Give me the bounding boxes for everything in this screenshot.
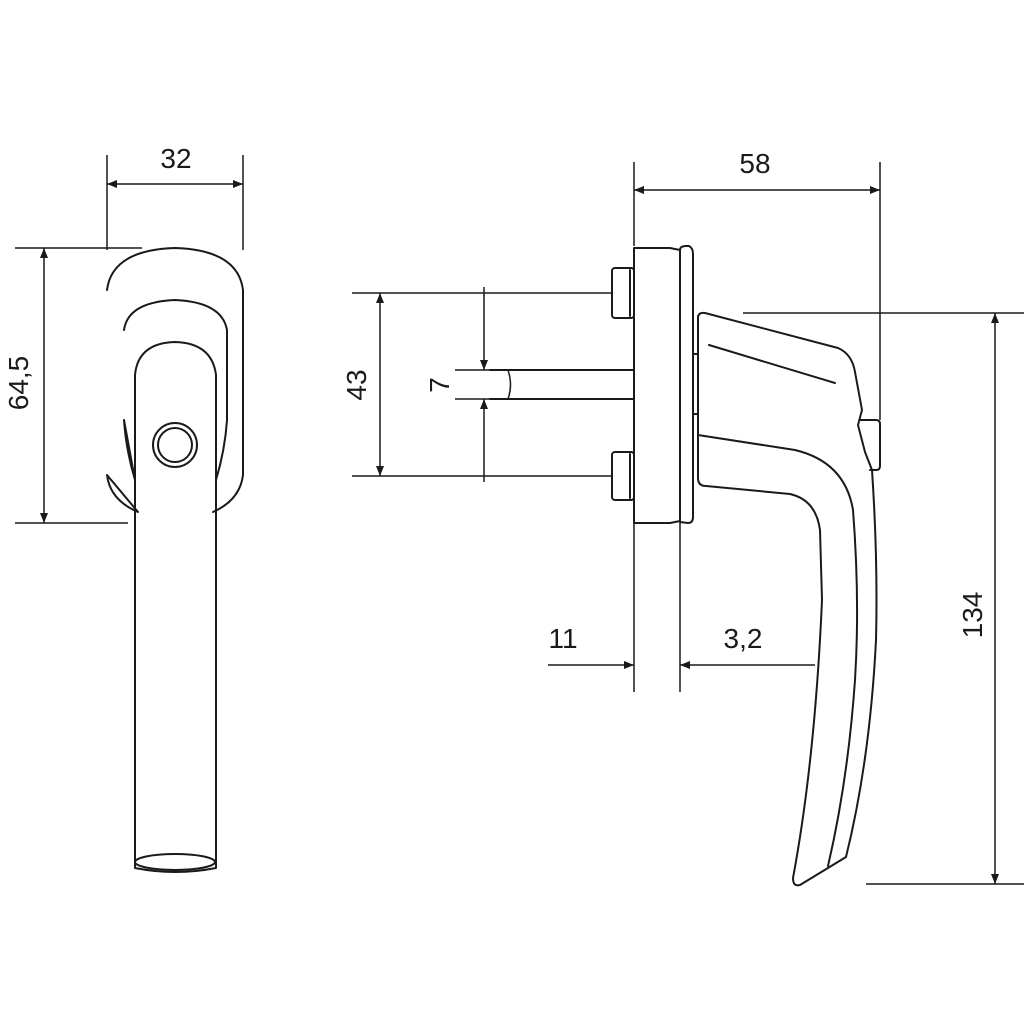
dim-label-58: 58 — [739, 148, 770, 179]
handle-lever — [697, 311, 878, 887]
dim-label-64-5: 64,5 — [3, 356, 34, 411]
rose-rim — [679, 245, 694, 524]
dim-screw-spacing: 43 — [341, 292, 612, 477]
dim-label-134: 134 — [957, 592, 988, 639]
handle-bump — [859, 419, 881, 471]
dim-handle-length: 134 — [743, 312, 1024, 885]
dim-label-11: 11 — [548, 623, 577, 654]
dim-spindle: 7 — [424, 287, 490, 482]
dim-label-7: 7 — [424, 377, 455, 393]
lock-button-inner — [157, 427, 193, 463]
dim-label-32: 32 — [160, 143, 191, 174]
dim-side-depth: 58 — [633, 148, 881, 420]
dim-label-43: 43 — [341, 369, 372, 400]
rose-inner — [123, 299, 228, 481]
handle-shaft — [134, 341, 217, 873]
lock-button-icon — [152, 422, 198, 468]
dim-front-width: 32 — [106, 143, 244, 250]
dim-label-3-2: 3,2 — [724, 623, 763, 654]
dim-rose-thickness: 11 3,2 — [548, 523, 815, 692]
dim-front-height: 64,5 — [3, 247, 142, 524]
rose-outer — [106, 247, 244, 513]
front-view — [106, 247, 244, 873]
side-view — [611, 245, 881, 887]
rose-base — [633, 247, 681, 524]
handle-end — [134, 853, 216, 871]
spindle — [489, 369, 635, 400]
